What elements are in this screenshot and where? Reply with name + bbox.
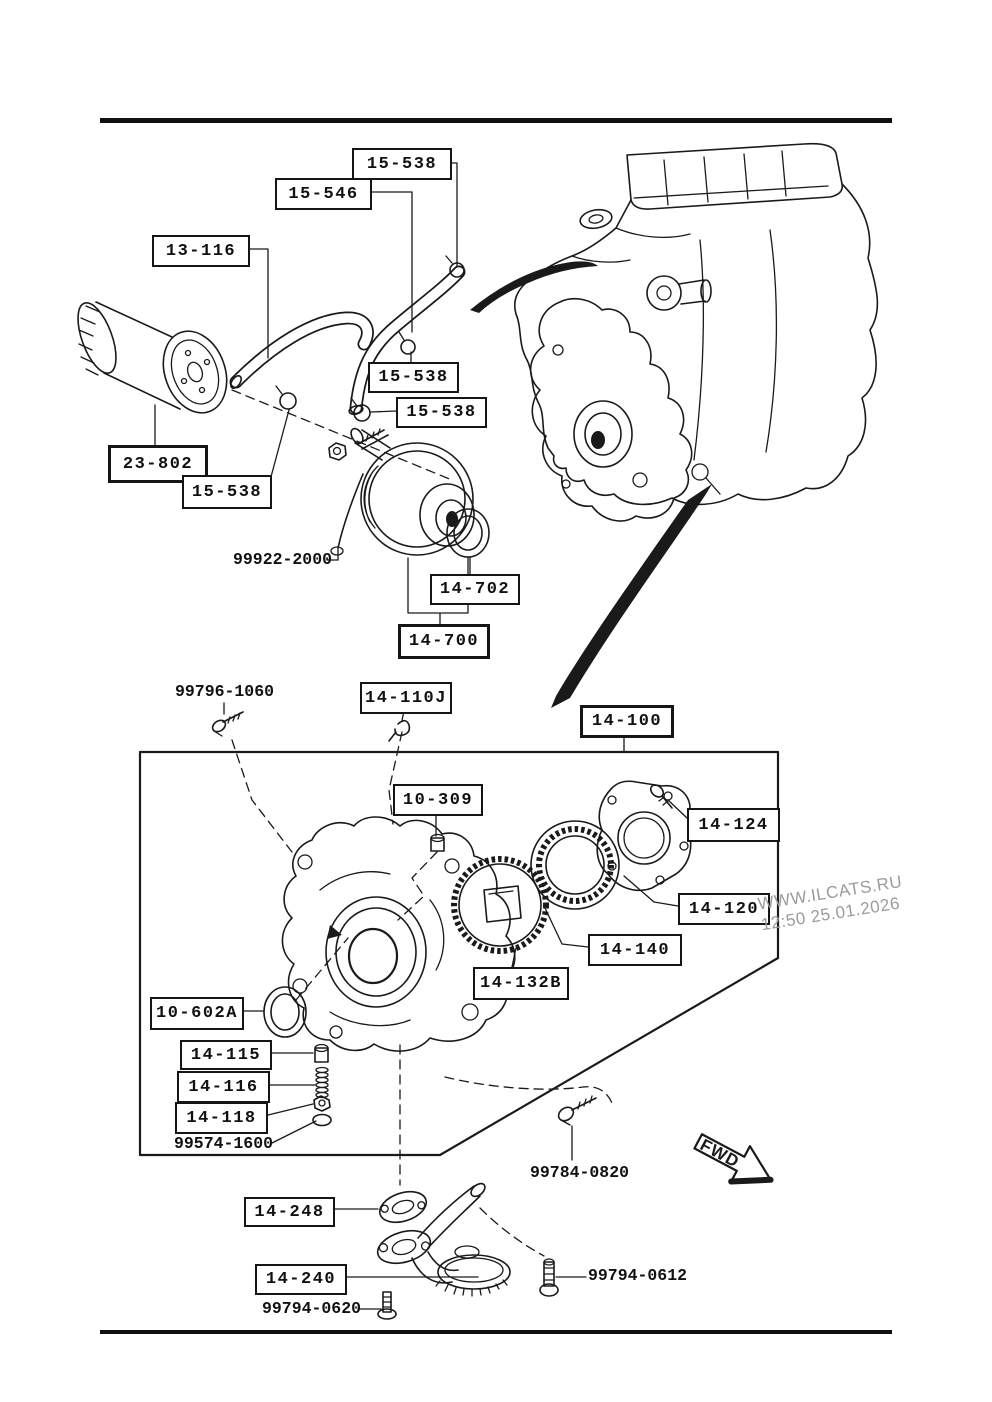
callout-14-120: 14-120: [678, 893, 770, 925]
fwd-arrow-label: FWD: [697, 1135, 743, 1171]
callout-13-116: 13-116: [152, 235, 250, 267]
hoses-illustration: [229, 255, 466, 461]
callout-99922-2000: 99922-2000: [233, 550, 333, 569]
cover-plate-illustration: [596, 780, 692, 892]
callout-15-538-left: 15-538: [182, 475, 272, 509]
callout-14-700: 14-700: [398, 624, 490, 659]
callout-14-124: 14-124: [687, 808, 780, 842]
callout-10-602A: 10-602A: [150, 997, 244, 1030]
pin-illustration: [388, 719, 411, 742]
callout-10-309: 10-309: [393, 784, 483, 816]
strainer-bolt-right-illustration: [539, 1258, 559, 1297]
mount-bolt-illustration: [211, 711, 244, 737]
pulley-illustration: [330, 427, 490, 558]
callout-99574-1600: 99574-1600: [174, 1134, 274, 1153]
front-seal-illustration: [263, 986, 307, 1038]
sprocket-illustration: [451, 856, 549, 954]
callout-14-132B: 14-132B: [473, 967, 569, 1000]
callout-14-248: 14-248: [244, 1197, 335, 1227]
top-rule: [100, 118, 892, 123]
dashed-leader-lines: [231, 389, 613, 1257]
oil-pump-illustration: [281, 816, 516, 1052]
callout-14-116: 14-116: [177, 1071, 270, 1103]
callout-99784-0820: 99784-0820: [530, 1163, 630, 1182]
strainer-illustration: [376, 1182, 511, 1297]
callout-14-140: 14-140: [588, 934, 682, 966]
strainer-bolt-left-illustration: [377, 1291, 397, 1320]
leader-lines: [154, 162, 688, 1310]
callout-99796-1060: 99796-1060: [175, 682, 275, 701]
fwd-arrow: FWD: [693, 1133, 774, 1185]
oil-filter-illustration: [77, 301, 228, 414]
callout-15-546: 15-546: [275, 178, 372, 210]
callout-15-538-mid-lower: 15-538: [396, 397, 487, 428]
callout-15-538-mid-upper: 15-538: [368, 362, 459, 393]
rotor-illustration: [530, 820, 620, 910]
relief-valve-parts: [312, 1043, 332, 1127]
callout-99794-0612: 99794-0612: [588, 1266, 688, 1285]
callout-14-100: 14-100: [580, 705, 674, 738]
pump-bolt-illustration: [557, 1095, 597, 1161]
callout-14-240: 14-240: [255, 1264, 347, 1295]
engine-illustration: [470, 142, 879, 708]
callout-99794-0620: 99794-0620: [262, 1299, 362, 1318]
bottom-rule: [100, 1330, 892, 1334]
callout-14-702: 14-702: [430, 574, 520, 605]
callout-14-115: 14-115: [180, 1040, 272, 1070]
callout-14-110J: 14-110J: [360, 682, 452, 714]
hose-clamp-icon: [275, 255, 465, 422]
detail-frame: [138, 750, 780, 1157]
callout-15-538-top: 15-538: [352, 148, 452, 180]
callout-14-118: 14-118: [175, 1102, 268, 1134]
callout-23-802: 23-802: [108, 445, 208, 483]
